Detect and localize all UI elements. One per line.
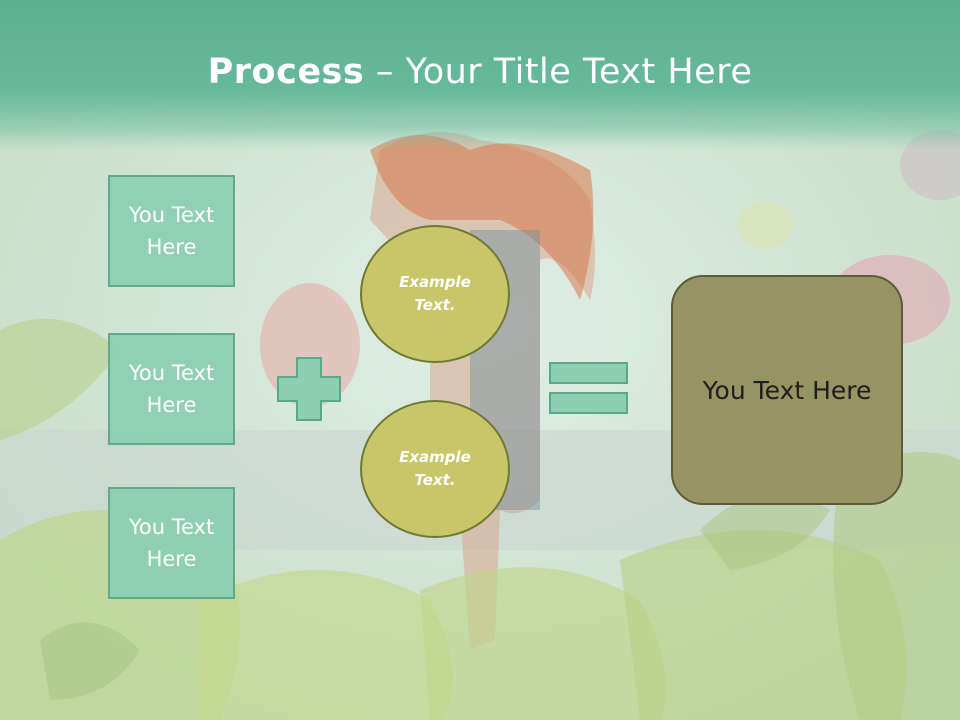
leaf	[40, 622, 140, 700]
leaf	[0, 318, 120, 440]
title-bar	[0, 0, 960, 150]
equals-icon	[549, 362, 628, 414]
text-box-line: Here	[146, 547, 197, 571]
text-box-line: Here	[146, 393, 197, 417]
result-label: You Text Here	[702, 375, 872, 405]
text-box-line: You Text	[128, 203, 215, 227]
result-box[interactable]: You Text Here	[671, 275, 903, 505]
plus-icon	[277, 357, 341, 421]
circle-line: Text.	[414, 296, 456, 314]
figure-hair	[370, 135, 594, 300]
leaf	[833, 452, 960, 720]
text-box-line: You Text	[128, 361, 215, 385]
text-box-line: You Text	[128, 515, 215, 539]
circle-line: Example	[399, 273, 471, 291]
circle-line: Text.	[414, 471, 456, 489]
title-rest: – Your Title Text Here	[364, 52, 753, 92]
balloon-small	[737, 201, 793, 249]
leaf	[200, 570, 453, 720]
circle-line: Example	[399, 448, 471, 466]
title-bold: Process	[207, 52, 365, 92]
text-box-line: Here	[146, 235, 197, 259]
leaf	[700, 494, 830, 570]
slide-title[interactable]: Process – Your Title Text Here	[0, 52, 960, 92]
leaf	[420, 567, 667, 720]
